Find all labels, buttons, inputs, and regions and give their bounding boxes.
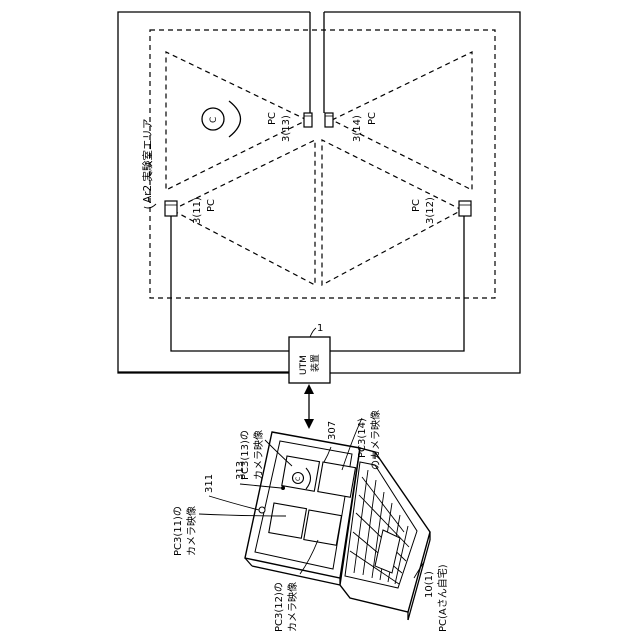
pc-ref-line2: PC(Aさん自宅) — [436, 564, 449, 632]
ref-311: 311 — [204, 474, 215, 493]
person-c-label: C — [209, 117, 219, 123]
utm-ref: 1 — [317, 323, 323, 334]
screen-person-label: C — [295, 477, 302, 481]
network-arrow — [304, 384, 314, 429]
camera-12: PC 3(12) — [411, 197, 471, 224]
area-label: Ar2 実験室エリア — [141, 118, 154, 203]
caption-cam14-line2: のカメラ映像 — [370, 410, 382, 470]
screen-window-cam14 — [318, 462, 356, 497]
fov-cam12 — [322, 140, 462, 285]
caption-cam12-line2: カメラ映像 — [287, 582, 299, 632]
screen-window-cam12 — [304, 510, 342, 545]
ref-307: 307 — [327, 421, 338, 440]
camera-13-id: 3(13) — [281, 115, 292, 142]
room-boundary — [118, 12, 520, 373]
webcam-sensor — [259, 507, 265, 513]
camera-13-pc: PC — [267, 112, 278, 125]
camera-12-id: 3(12) — [425, 197, 436, 224]
utm-device: UTM 装置 1 — [289, 323, 330, 383]
connections — [118, 12, 464, 372]
utm-label-2: 装置 — [309, 354, 321, 372]
caption-cam13-line1: PC3(13)の — [240, 430, 251, 480]
utm-label-1: UTM — [299, 355, 309, 375]
laptop: C — [245, 432, 430, 620]
camera-14-id: 3(14) — [352, 115, 363, 142]
ref-311-leader — [209, 496, 259, 510]
utm-ref-leader — [310, 328, 316, 337]
screen-window-cam11 — [269, 503, 307, 538]
caption-cam12-line1: PC3(12)の — [274, 582, 285, 632]
camera-14-pc: PC — [367, 112, 378, 125]
camera-11-id: 3(11) — [192, 197, 203, 224]
camera-12-pc: PC — [411, 199, 422, 212]
camera-11-pc: PC — [206, 199, 217, 212]
caption-cam13-line2: カメラ映像 — [253, 430, 265, 480]
caption-cam11-line1: PC3(11)の — [173, 506, 184, 556]
caption-cam11-line2: カメラ映像 — [186, 506, 198, 556]
webcam-dot — [281, 486, 285, 490]
pc-ref-line1: 10(1) — [424, 571, 435, 598]
camera-14: 3(14) PC — [325, 112, 378, 142]
camera-13: 3(13) PC — [267, 112, 312, 142]
person-c: C — [202, 101, 241, 137]
caption-cam14-line1: PC3(14) — [357, 418, 368, 458]
